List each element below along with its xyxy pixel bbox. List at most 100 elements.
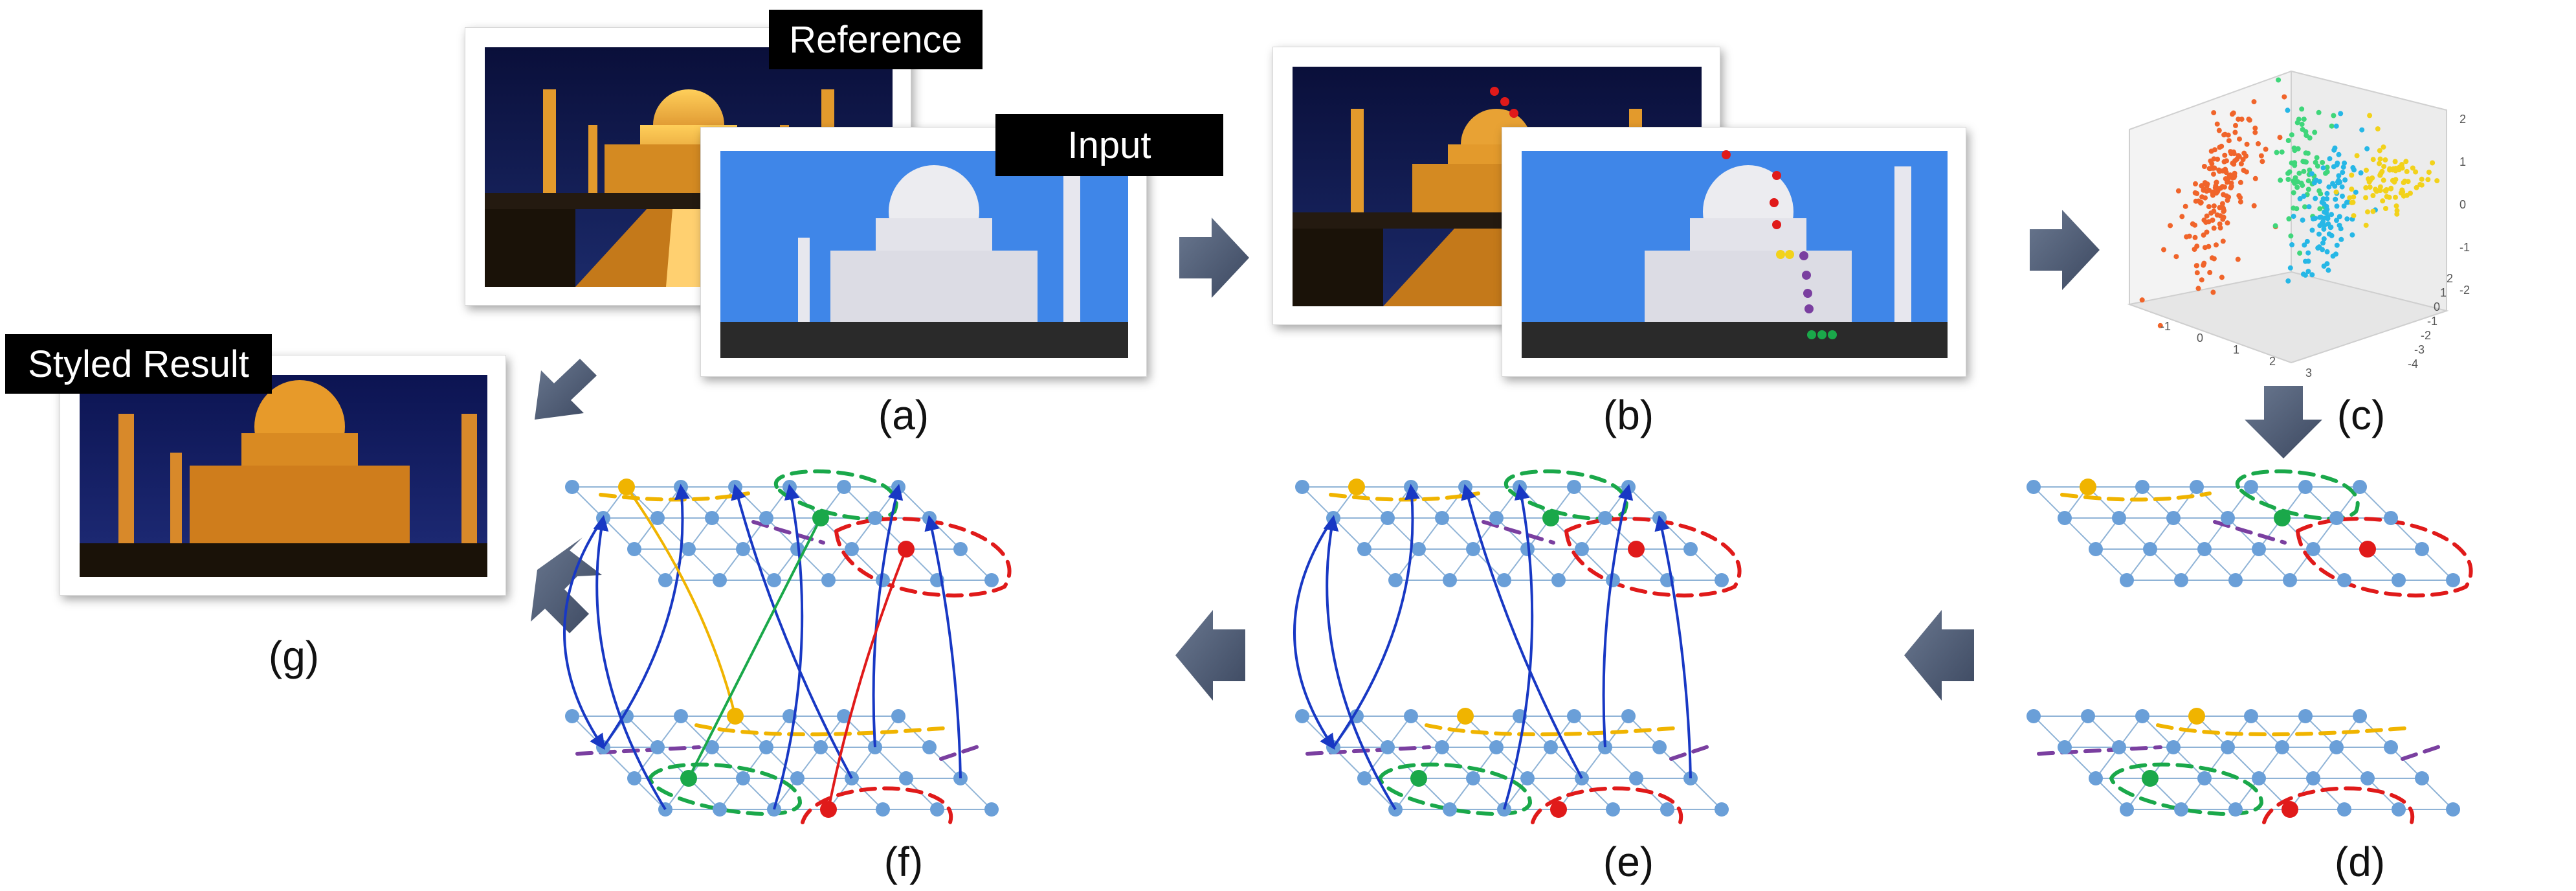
lattice-node [2415,542,2429,556]
scatter-point-cyan [2350,165,2356,170]
scatter-point-yellow [2333,189,2339,195]
scatter-point-orange [2225,179,2230,185]
segment-contour-green [2109,762,2264,816]
scatter-y-tick: 1 [2440,286,2447,299]
lattice-edge [2235,486,2306,581]
scatter-point-cyan [2300,217,2305,223]
lattice-edge [2087,716,2182,810]
scatter-point-orange [2139,297,2145,303]
scatter-point-green [2314,155,2320,161]
lattice-node-red [2359,541,2376,558]
lattice-node-yellow [1457,708,1474,725]
scatter-point-cyan [2339,184,2345,190]
lattice-edge [665,486,736,581]
lattice-edge [1519,716,1614,810]
lattice-edge [773,486,845,581]
scatter-point-orange [2214,242,2219,248]
scatter-point-orange [2239,117,2245,122]
scatter-point-cyan [2291,214,2296,220]
lattice-node [2306,542,2320,556]
scatter-point-orange [2232,170,2237,176]
scatter-point-orange [2157,322,2163,328]
scatter-point-orange [2218,185,2224,191]
input-keypoints-photo [1502,127,1966,377]
link-red [827,548,907,810]
lattice-edge [1628,486,1722,581]
scatter-point-orange [2194,270,2200,276]
lattice-node [2166,740,2181,754]
scatter-point-yellow [2381,164,2387,170]
scatter-point-cyan [2333,251,2338,257]
scatter-point-cyan [2335,179,2340,185]
scatter-point-green [2295,146,2301,152]
scatter-point-orange [2263,146,2269,152]
lattice-node [790,771,805,785]
lattice-edge [1558,486,1629,581]
scatter-point-orange [2212,147,2217,153]
scatter-point-green [2316,109,2322,115]
scatter-point-yellow [2380,198,2386,204]
lattice-node [1489,511,1504,525]
scatter-point-orange [2219,275,2225,280]
scatter-point-cyan [2338,111,2344,117]
scatter-point-cyan [2304,238,2310,244]
scatter-point-green [2331,113,2337,118]
scatter-point-cyan [2289,242,2295,247]
lattice-node [736,542,750,556]
lattice-node [2329,740,2344,754]
scatter-point-orange [2231,175,2237,180]
lattice-node [2058,511,2072,525]
scatter-point-yellow [2425,177,2431,183]
scatter-point-yellow [2394,208,2400,214]
scatter-point-orange [2211,156,2217,162]
scatter-point-orange [2161,247,2166,253]
lattice-node [2275,740,2289,754]
segment-contour-red [1531,786,1683,824]
scatter-point-cyan [2318,214,2324,220]
scatter-point-cyan [2326,184,2332,190]
lattice-node [1443,802,1457,817]
scatter-point-cyan [2311,180,2317,186]
scatter-point-orange [2210,218,2215,223]
link-blue [1332,484,1420,749]
scatter-point-yellow [2381,177,2386,183]
scatter-point-orange [2226,175,2232,181]
segment-contour-purple [2037,744,2443,761]
lattice-node [705,740,719,754]
scatter-point-orange [2193,263,2199,269]
lattice-node [759,740,773,754]
scatter-point-yellow [2370,157,2376,163]
lattice-node-green [2142,770,2159,787]
lattice-node [627,771,641,785]
lattice-node [2197,542,2212,556]
lattice-edge [2235,716,2306,810]
scatter-point-cyan [2334,242,2340,248]
scatter-point-green [2288,233,2294,239]
scatter-z-tick: 1 [2459,155,2466,168]
scatter-point-cyan [2353,189,2359,195]
lattice-node [674,709,688,723]
scatter-point-cyan [2334,162,2340,168]
lattice-edge [1410,716,1505,810]
segment-contour-purple [2213,520,2287,545]
lattice-node [1412,542,1426,556]
scatter-point-cyan [2324,203,2329,209]
scatter-point-orange [2220,238,2226,244]
lattice-node [2446,802,2460,817]
lattice-node [1388,573,1403,587]
scatter-point-green [2312,130,2318,135]
lattice-node [2120,573,2134,587]
scatter-point-cyan [2306,204,2312,210]
link-blue [773,484,804,810]
scatter-point-yellow [2401,180,2406,185]
scatter-point-cyan [2319,221,2325,226]
lattice-node [984,573,999,587]
scatter-point-orange [2206,243,2212,249]
scatter-point-orange [2228,185,2234,191]
scatter-point-cyan [2334,203,2340,209]
scatter-point-green [2294,185,2300,190]
lattice-edge [1465,486,1559,581]
flow-arrow-d-to-e [1904,610,1974,701]
link-blue [1503,484,1534,810]
scatter-y-tick: -4 [2408,357,2418,370]
